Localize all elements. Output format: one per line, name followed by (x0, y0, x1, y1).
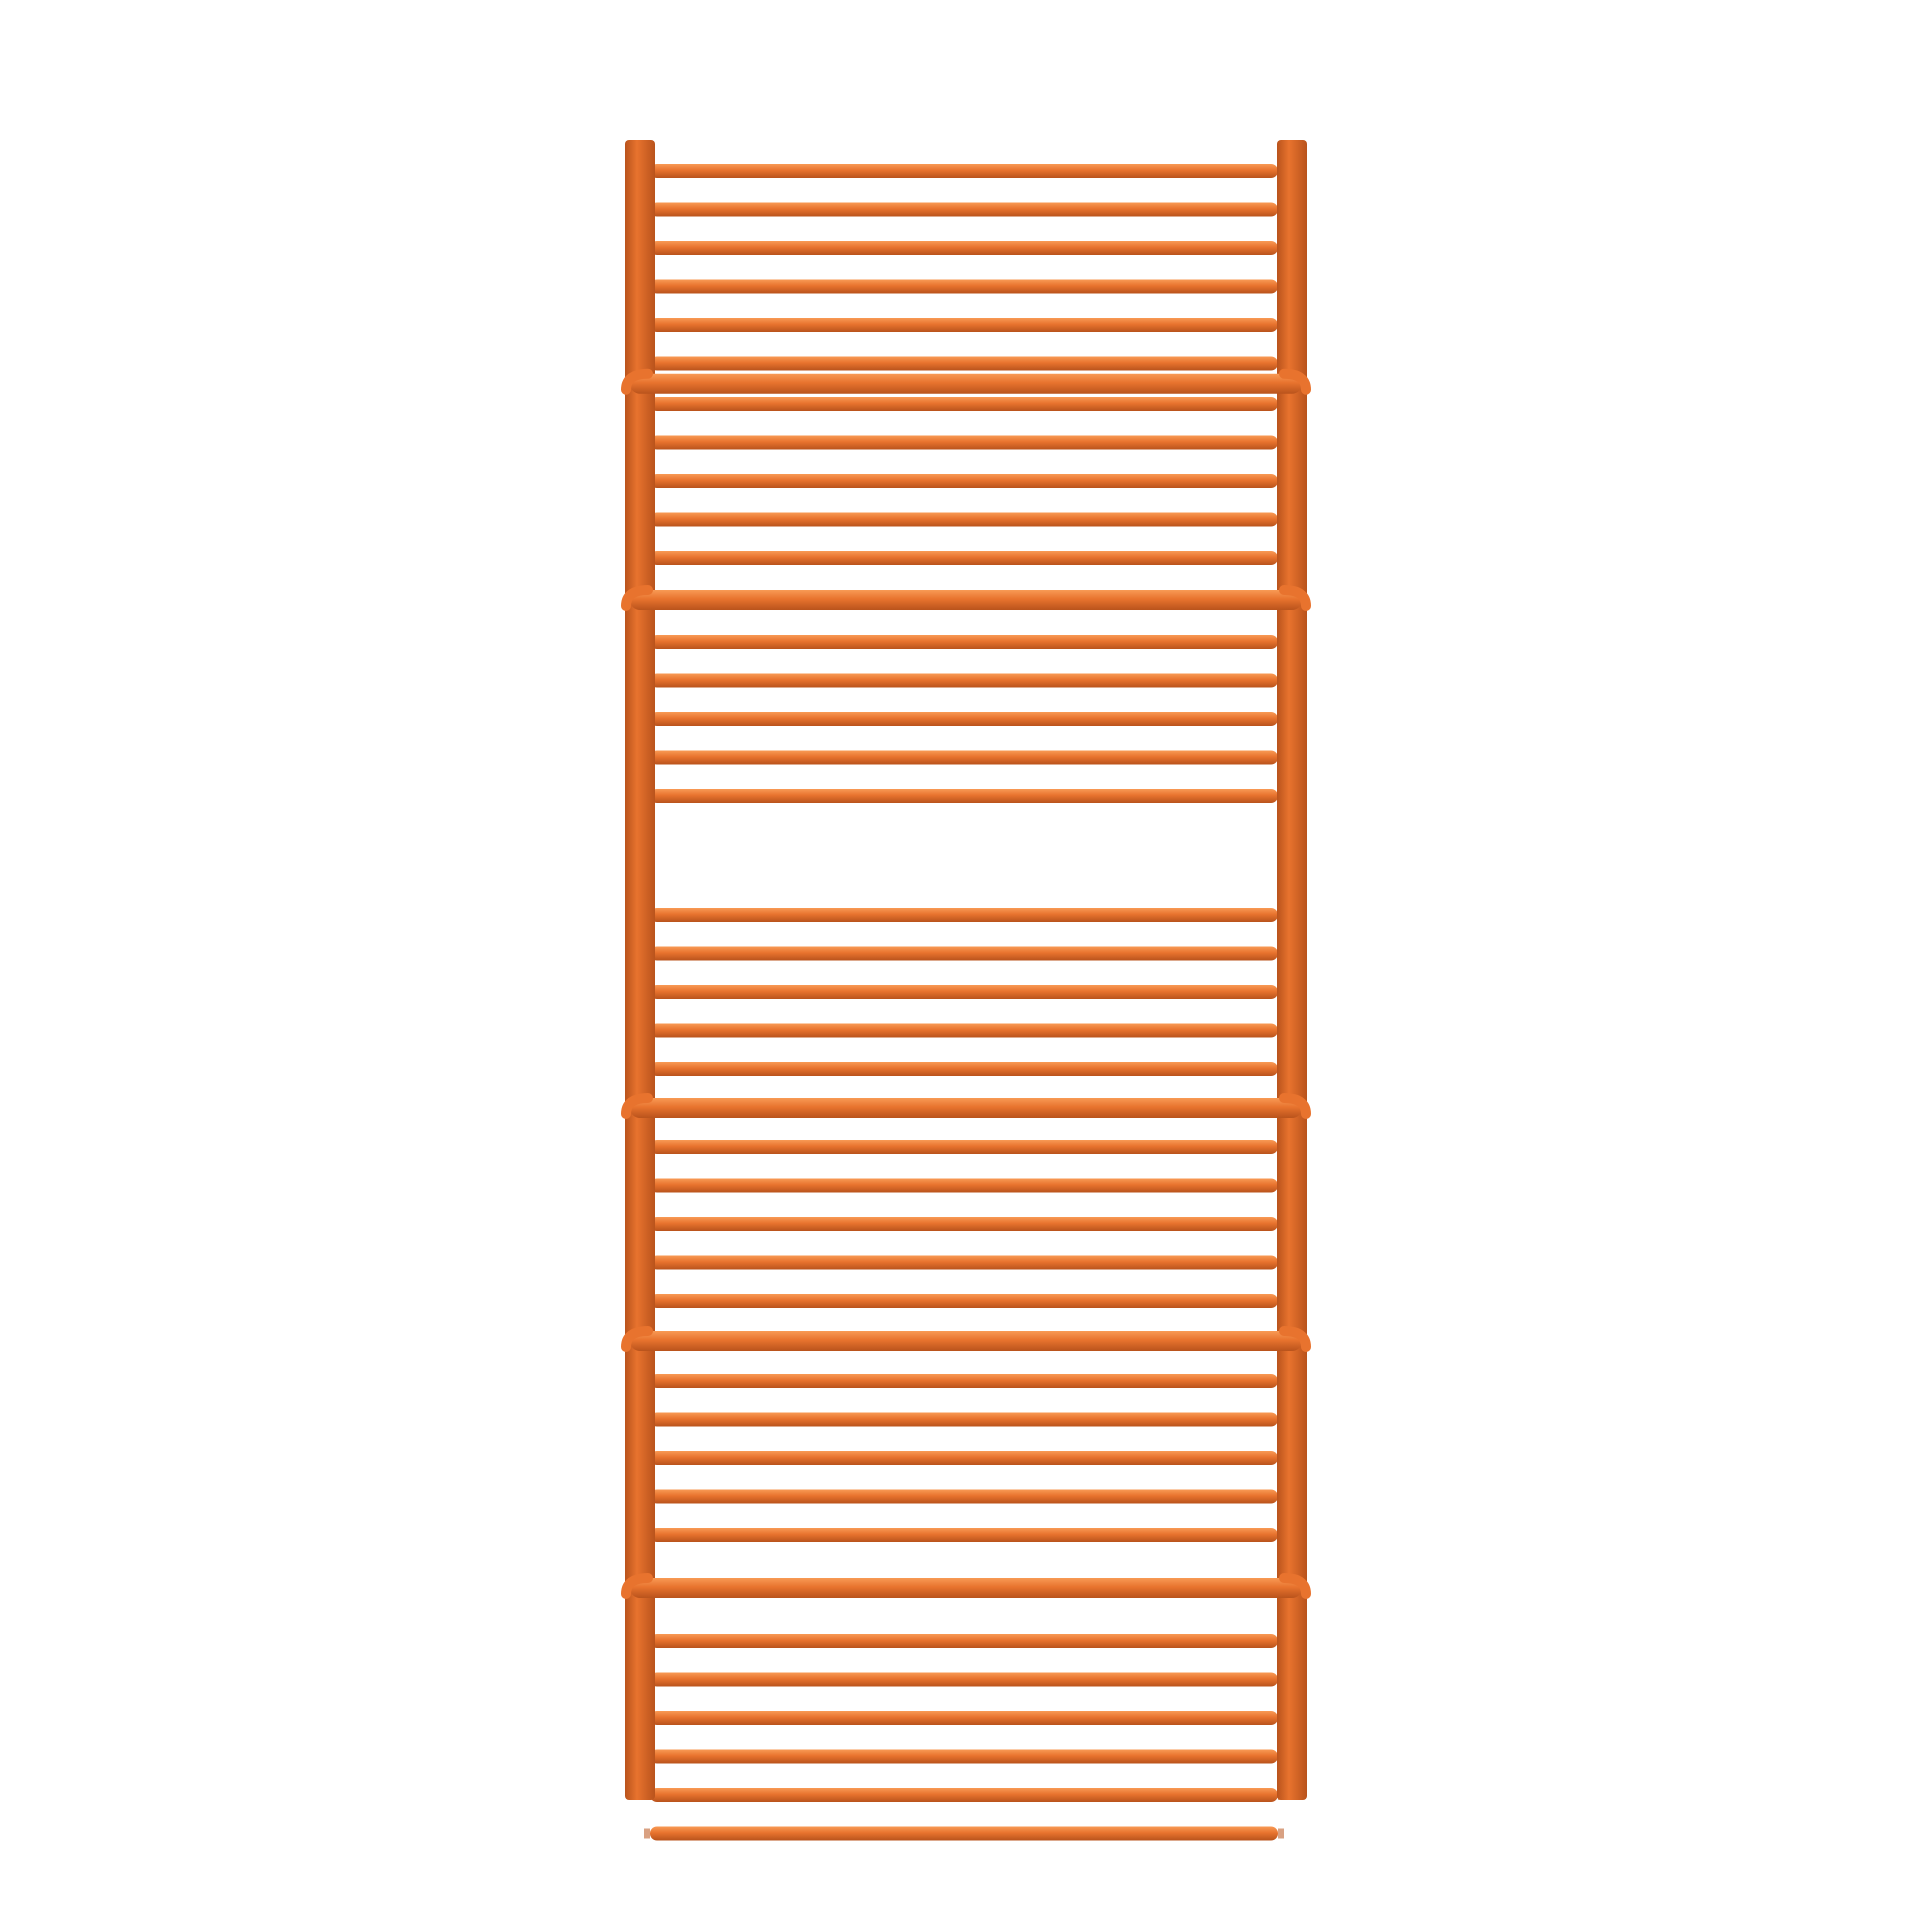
rung (650, 241, 1278, 255)
posts-layer (625, 140, 1307, 1800)
rungs-layer (644, 164, 1284, 1841)
rung (650, 1672, 1278, 1687)
towel-rail (630, 590, 1302, 610)
rung (650, 1412, 1278, 1427)
towel-rail-right-bend (1279, 1326, 1311, 1352)
towel-rail (630, 1578, 1302, 1598)
rung (650, 673, 1278, 688)
towel-rail-right-bend (1279, 368, 1311, 395)
rung (650, 1489, 1278, 1504)
towel-rail-left-bend (621, 1093, 653, 1119)
towel-rail-right-bend (1279, 1573, 1311, 1599)
rung (650, 1749, 1278, 1764)
rung (650, 1374, 1278, 1388)
rung (650, 985, 1278, 999)
towel-rail-left-bend (621, 368, 653, 395)
rung (650, 435, 1278, 450)
towel-rail-left-bend (621, 585, 653, 611)
rung (650, 1217, 1278, 1231)
rung (650, 789, 1278, 803)
towel-rail-left-bend (621, 1573, 653, 1599)
towel-rail (630, 1331, 1302, 1351)
rung (650, 908, 1278, 922)
towel-rail (630, 1098, 1302, 1118)
rung (650, 712, 1278, 726)
rung (650, 750, 1278, 765)
towel-rail-right-bend (1279, 585, 1311, 611)
rung (650, 397, 1278, 411)
rung (650, 1634, 1278, 1648)
rung (650, 279, 1278, 294)
rung (650, 1023, 1278, 1038)
rung (650, 164, 1278, 178)
rails-layer (621, 368, 1311, 1599)
rung (650, 474, 1278, 488)
rung (650, 1178, 1278, 1193)
rung (650, 356, 1278, 371)
rung (650, 1711, 1278, 1725)
rung (650, 1788, 1278, 1802)
rung (650, 1826, 1278, 1841)
rung (650, 202, 1278, 217)
rung (650, 946, 1278, 961)
rung-connector (1278, 1828, 1284, 1839)
left-post (625, 140, 655, 1800)
towel-rail (630, 373, 1302, 394)
rung (650, 318, 1278, 332)
towel-rail-left-bend (621, 1326, 653, 1352)
rung (650, 1294, 1278, 1308)
rung (650, 1255, 1278, 1270)
rung (650, 635, 1278, 649)
rung (650, 512, 1278, 527)
rung (650, 1140, 1278, 1154)
rung (650, 1451, 1278, 1465)
rung (650, 551, 1278, 565)
rung (650, 1528, 1278, 1542)
towel-rail-right-bend (1279, 1093, 1311, 1119)
right-post (1277, 140, 1307, 1800)
rung-connector (644, 1828, 650, 1839)
rung (650, 1062, 1278, 1076)
